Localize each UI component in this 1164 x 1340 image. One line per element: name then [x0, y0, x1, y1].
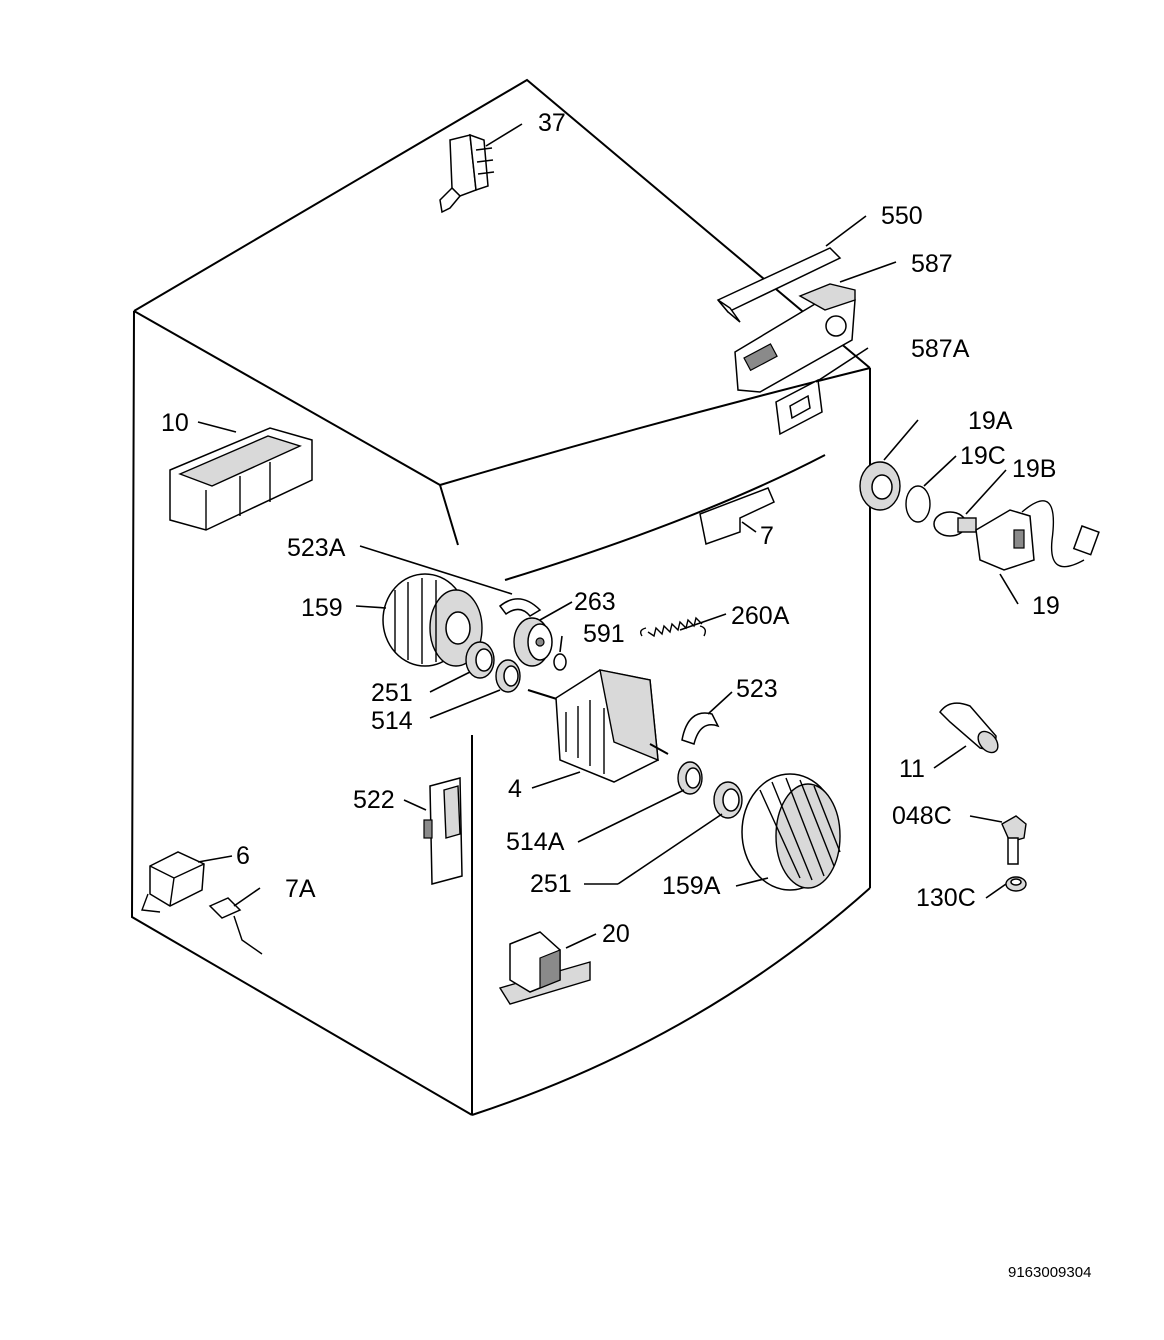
- part-523A-bracket: [359, 545, 542, 617]
- part-550-bar: [716, 215, 867, 323]
- part-522-switch: [403, 777, 463, 885]
- label-523A: 523A: [287, 534, 346, 562]
- label-19A: 19A: [968, 407, 1013, 435]
- part-130C-nut: [985, 876, 1027, 899]
- label-37: 37: [538, 109, 566, 137]
- label-130C: 130C: [916, 884, 976, 912]
- part-048C-screw: [969, 815, 1027, 865]
- label-20: 20: [602, 920, 630, 948]
- label-6: 6: [236, 842, 250, 870]
- label-591: 591: [583, 620, 625, 648]
- part-587-control-board: [734, 261, 897, 393]
- label-11: 11: [899, 755, 925, 783]
- label-522: 522: [353, 786, 395, 814]
- label-251-upper: 251: [371, 679, 413, 707]
- part-19C-oring: [905, 455, 957, 523]
- label-159: 159: [301, 594, 343, 622]
- part-587A-plate: [775, 347, 869, 436]
- label-587: 587: [911, 250, 953, 278]
- label-523: 523: [736, 675, 778, 703]
- part-4-motor: [527, 669, 669, 789]
- label-263: 263: [574, 588, 616, 616]
- part-591-washer: [553, 635, 567, 671]
- label-19: 19: [1032, 592, 1060, 620]
- label-7: 7: [760, 522, 774, 550]
- part-159-wheel: [355, 573, 483, 667]
- label-048C: 048C: [892, 802, 952, 830]
- label-550: 550: [881, 202, 923, 230]
- part-260A-spring: [639, 613, 727, 638]
- label-7A: 7A: [285, 875, 316, 903]
- label-514: 514: [371, 707, 413, 735]
- part-labels: 37 550 587 587A 10 19A 19C 19B 19 7 523A…: [161, 109, 1060, 948]
- label-260A: 260A: [731, 602, 790, 630]
- label-4: 4: [508, 775, 522, 803]
- part-37-bracket: [439, 123, 523, 214]
- part-514A-bearing: [577, 761, 703, 843]
- part-159A-fan: [735, 773, 841, 891]
- label-19B: 19B: [1012, 455, 1056, 483]
- part-6-thermostat: [141, 851, 233, 913]
- label-251-lower: 251: [530, 870, 572, 898]
- diagram-code: 9163009304: [1008, 1264, 1091, 1281]
- part-263-pulley: [513, 601, 573, 667]
- part-10-housing: [169, 421, 313, 531]
- part-7-latch: [699, 487, 775, 545]
- part-523-bracket: [681, 691, 733, 745]
- part-19-lamp-holder: [975, 500, 1100, 605]
- cabinet-outline: [130, 78, 871, 1116]
- part-514-bearing: [429, 659, 521, 719]
- part-251-bearing-upper: [429, 641, 495, 693]
- part-11-capacitor: [933, 702, 999, 769]
- part-20-pump: [498, 931, 597, 1005]
- label-10: 10: [161, 409, 189, 437]
- part-7A-microswitch: [208, 887, 263, 955]
- label-19C: 19C: [960, 442, 1006, 470]
- part-19A-ring: [859, 419, 919, 511]
- label-159A: 159A: [662, 872, 721, 900]
- label-587A: 587A: [911, 335, 970, 363]
- part-251-bearing-lower: [584, 781, 743, 885]
- part-19B-bulb: [933, 469, 1007, 537]
- label-514A: 514A: [506, 828, 565, 856]
